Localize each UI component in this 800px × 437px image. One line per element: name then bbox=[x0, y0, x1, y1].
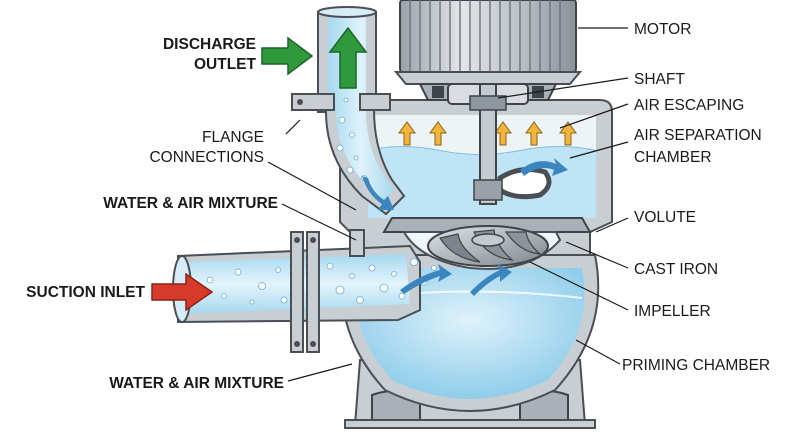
label-discharge-line1: DISCHARGE bbox=[163, 36, 256, 53]
discharge-label-arrow bbox=[261, 36, 314, 76]
label-discharge-line2: OUTLET bbox=[194, 56, 257, 73]
motor bbox=[393, 0, 583, 85]
label-flange-line1: FLANGE bbox=[202, 129, 264, 146]
label-impeller: IMPELLER bbox=[634, 303, 711, 320]
flow-arrows bbox=[362, 158, 568, 296]
discharge-flow-arrow bbox=[328, 26, 368, 89]
label-cast-iron: CAST IRON bbox=[634, 261, 718, 278]
label-volute: VOLUTE bbox=[634, 209, 696, 226]
impeller bbox=[427, 225, 549, 267]
label-shaft: SHAFT bbox=[634, 71, 685, 88]
label-water-air-mixture-top: WATER & AIR MIXTURE bbox=[103, 195, 278, 212]
label-air-escaping: AIR ESCAPING bbox=[634, 97, 744, 114]
leader-lines bbox=[267, 27, 629, 382]
labels: MOTOR SHAFT AIR ESCAPING AIR SEPARATION … bbox=[26, 21, 770, 392]
air-escaping-arrows bbox=[398, 121, 577, 146]
label-suction-inlet: SUCTION INLET bbox=[26, 284, 145, 301]
label-air-separation-line1: AIR SEPARATION bbox=[634, 127, 762, 144]
label-flange-line2: CONNECTIONS bbox=[149, 149, 264, 166]
suction-inlet-arrow bbox=[151, 272, 214, 312]
inlet-bubbles bbox=[206, 258, 437, 305]
label-water-air-mixture-bottom: WATER & AIR MIXTURE bbox=[109, 375, 284, 392]
label-motor: MOTOR bbox=[634, 21, 691, 38]
label-air-separation-line2: CHAMBER bbox=[634, 149, 712, 166]
shaft bbox=[469, 83, 507, 205]
label-priming-chamber: PRIMING CHAMBER bbox=[622, 357, 770, 374]
